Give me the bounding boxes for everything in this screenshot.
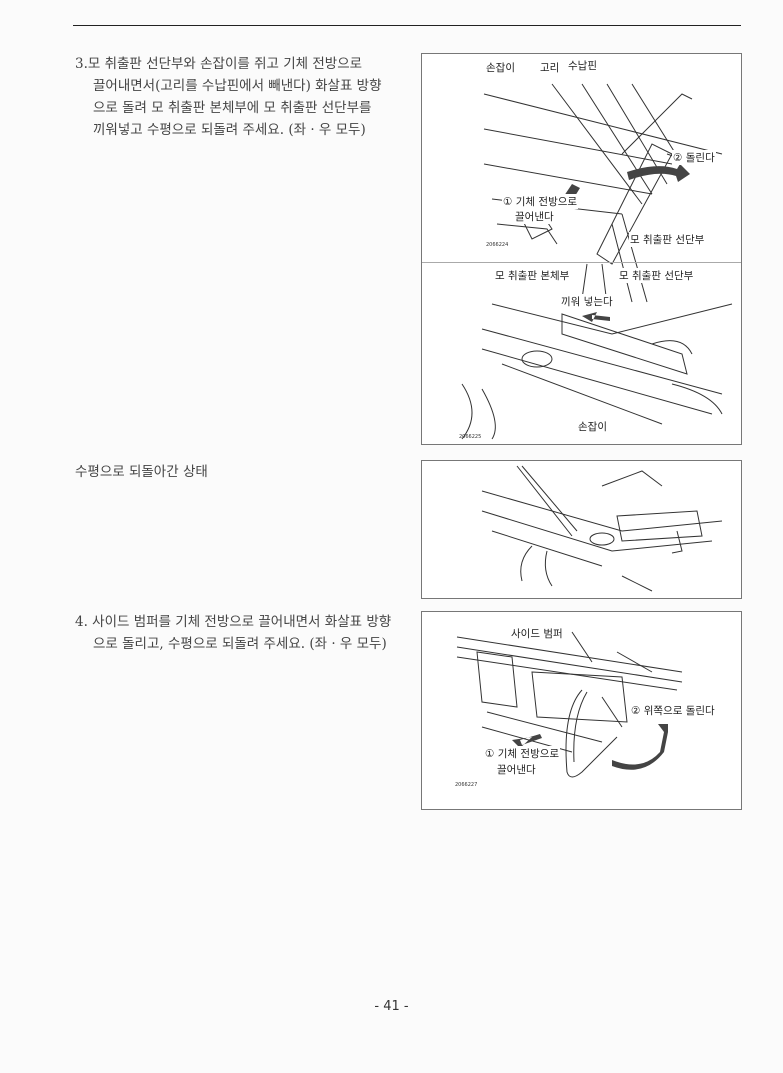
step3-line: 으로 돌려 모 취출판 본체부에 모 취출판 선단부를 — [93, 100, 372, 116]
label-tip: 모 취출판 선단부 — [629, 232, 706, 247]
figure-id: 2066224 — [486, 242, 509, 248]
step4-line: 4. 사이드 범퍼를 기체 전방으로 끌어내면서 화살표 방향 — [75, 614, 392, 630]
step3-line: 끼워넣고 수평으로 되돌려 주세요. (좌 · 우 모두) — [93, 122, 366, 138]
label-handle: 손잡이 — [577, 419, 608, 434]
figure-remove-tip: 손잡이 고리 수납핀 ② 돌린다 ① 기체 전방으로 끌어낸다 모 취출판 선단… — [421, 53, 742, 445]
figure-side-bumper: 사이드 범퍼 ② 위쪽으로 돌린다 ① 기체 전방으로 끌어낸다 2066227 — [421, 611, 742, 810]
label-pull-line2: 끌어낸다 — [496, 762, 537, 777]
step3-line: 끌어내면서(고리를 수납핀에서 빼낸다) 화살표 방향 — [93, 78, 382, 94]
figure-horizontal-state — [421, 460, 742, 599]
figure-id: 2066227 — [455, 782, 478, 788]
label-side-bumper: 사이드 범퍼 — [510, 626, 564, 641]
label-pull-line1: ① 기체 전방으로 — [502, 194, 579, 209]
step4-text: 4. 사이드 범퍼를 기체 전방으로 끌어내면서 화살표 방향 으로 돌리고, … — [75, 611, 391, 655]
figure-id: 2066225 — [459, 434, 482, 440]
label-handle: 손잡이 — [485, 60, 516, 75]
state-caption: 수평으로 되돌아간 상태 — [75, 464, 208, 480]
illustration-drawing — [461, 83, 733, 440]
label-pull-line2: 끌어낸다 — [514, 209, 555, 224]
label-body: 모 취출판 본체부 — [494, 268, 571, 283]
step4-line: 으로 돌리고, 수평으로 되돌려 주세요. (좌 · 우 모두) — [93, 636, 387, 652]
label-tip: 모 취출판 선단부 — [618, 268, 695, 283]
figure-divider — [422, 262, 741, 263]
label-rotate-up: ② 위쪽으로 돌린다 — [630, 703, 716, 718]
label-pull-line1: ① 기체 전방으로 — [484, 746, 561, 761]
illustration-drawing — [481, 465, 723, 592]
label-storage-pin: 수납핀 — [567, 58, 598, 73]
step3-line: 3.모 취출판 선단부와 손잡이를 쥐고 기체 전방으로 — [75, 56, 363, 72]
header-rule — [73, 25, 741, 26]
page-number: - 41 - — [374, 999, 409, 1014]
step3-text: 3.모 취출판 선단부와 손잡이를 쥐고 기체 전방으로 끌어내면서(고리를 수… — [75, 53, 382, 141]
illustration-drawing — [456, 631, 683, 778]
label-hook: 고리 — [539, 60, 561, 75]
label-rotate: ② 돌린다 — [672, 150, 716, 165]
label-insert: 끼워 넣는다 — [560, 294, 614, 309]
